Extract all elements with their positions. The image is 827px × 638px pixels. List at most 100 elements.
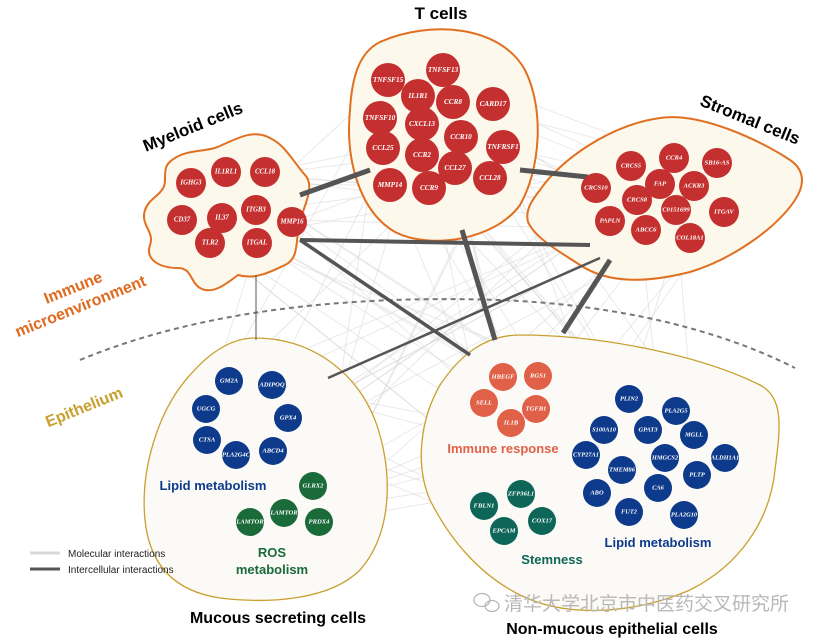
gene-node-label: CD37 [174,217,191,224]
gene-node-ros[interactable]: PRDX4 [305,508,333,536]
gene-node-stemness[interactable]: EPCAM [490,517,518,545]
gene-node-t-cells[interactable]: TNFSF13 [426,53,460,87]
gene-node-label: LAMTOR [269,510,298,517]
gene-node-myeloid[interactable]: CCL18 [250,157,280,187]
gene-node-stemness[interactable]: ZFP36L1 [507,480,535,508]
gene-node-nonmucous-lipid[interactable]: FUT2 [615,498,643,526]
gene-node-mucous-lipid[interactable]: PLA2G4C [222,441,251,469]
gene-node-label: IL1R1 [407,92,427,100]
gene-node-myeloid[interactable]: IL1RL1 [211,157,241,187]
gene-node-mucous-lipid[interactable]: GPX4 [274,404,302,432]
gene-node-myeloid[interactable]: CD37 [167,205,197,235]
gene-node-myeloid[interactable]: ITGB3 [241,195,271,225]
gene-node-stromal[interactable]: CRCS8 [622,185,652,215]
gene-node-mucous-lipid[interactable]: CTSA [193,426,221,454]
immune-response-label: Immune response [447,441,558,456]
gene-node-t-cells[interactable]: CXCL13 [405,107,439,141]
gene-node-stromal[interactable]: CCR4 [659,143,689,173]
gene-node-t-cells[interactable]: CCL28 [473,161,507,195]
gene-node-nonmucous-lipid[interactable]: PLTP [683,461,711,489]
gene-node-label: FBLN1 [474,503,495,510]
gene-node-stromal[interactable]: COL18A1 [675,223,705,253]
gene-node-stromal[interactable]: PAPLN [595,206,625,236]
watermark: 清华大学北京市中医药交叉研究所 [473,592,789,615]
gene-node-t-cells[interactable]: CCL25 [366,131,400,165]
gene-node-immune-response[interactable]: RGS1 [524,362,552,390]
gene-node-ros[interactable]: LAMTOR [269,499,298,527]
gene-node-t-cells[interactable]: CCR9 [412,171,446,205]
gene-node-nonmucous-lipid[interactable]: TMEM86 [608,456,636,484]
gene-node-t-cells[interactable]: CARD17 [476,87,510,121]
gene-node-ros[interactable]: GLRX2 [299,472,327,500]
gene-node-circle [470,492,498,520]
gene-node-nonmucous-lipid[interactable]: HMGCS2 [651,444,679,472]
gene-node-myeloid[interactable]: TLR2 [195,228,225,258]
gene-node-t-cells[interactable]: TNFSF15 [371,63,405,97]
gene-node-t-cells[interactable]: CCR10 [444,120,478,154]
gene-node-stemness[interactable]: COX17 [528,507,556,535]
gene-node-circle [616,151,646,181]
gene-node-label: IL1RL1 [214,169,237,176]
gene-node-circle [631,215,661,245]
legend-intercellular-label: Intercellular interactions [68,565,174,576]
gene-node-circle [412,171,446,205]
gene-node-stromal[interactable]: CRCS10 [581,173,611,203]
gene-node-circle [215,367,243,395]
gene-node-circle [615,498,643,526]
gene-node-circle [436,85,470,119]
gene-node-stromal[interactable]: CRCS5 [616,151,646,181]
intercellular-edge [519,167,589,180]
gene-node-mucous-lipid[interactable]: ADIPOQ [258,371,286,399]
gene-node-stromal[interactable]: C0151699 [661,195,691,225]
gene-node-myeloid[interactable]: MMP16 [277,207,307,237]
gene-node-stromal[interactable]: ITGAV [709,197,739,227]
mucous-secreting-title: Mucous secreting cells [190,610,366,627]
gene-node-stromal[interactable]: ABCC6 [631,215,661,245]
non-mucous-epithelial-title: Non-mucous epithelial cells [506,621,718,638]
gene-node-immune-response[interactable]: IL1B [497,409,525,437]
gene-node-t-cells[interactable]: MMP14 [373,168,407,202]
gene-node-nonmucous-lipid[interactable]: PLIN2 [615,385,643,413]
gene-node-t-cells[interactable]: TNFRSF1 [486,130,520,164]
gene-node-mucous-lipid[interactable]: GM2A [215,367,243,395]
gene-node-circle [470,389,498,417]
gene-node-nonmucous-lipid[interactable]: ABO [583,479,611,507]
gene-node-label: CCL25 [372,144,394,152]
gene-node-circle [207,203,237,233]
gene-node-immune-response[interactable]: TGFB1 [522,395,550,423]
gene-node-nonmucous-lipid[interactable]: GPAT3 [634,416,662,444]
gene-node-nonmucous-lipid[interactable]: MGLL [680,421,708,449]
gene-node-circle [522,395,550,423]
gene-node-nonmucous-lipid[interactable]: ALDH1A1 [710,444,739,472]
gene-node-immune-response[interactable]: HBEGF [489,363,517,391]
gene-node-stromal[interactable]: SB16-AS [702,148,732,178]
gene-node-stromal[interactable]: ACKR3 [679,171,709,201]
gene-node-nonmucous-lipid[interactable]: CA6 [644,474,672,502]
non-mucous-lipid-metabolism-label: Lipid metabolism [605,535,712,550]
gene-node-circle [709,197,739,227]
gene-node-t-cells[interactable]: CCL27 [438,151,472,185]
gene-node-ros[interactable]: LAMTOR [235,508,264,536]
gene-node-myeloid[interactable]: ITGAL [242,228,272,258]
gene-node-nonmucous-lipid[interactable]: CYP27A1 [572,441,600,469]
gene-node-stromal[interactable]: FAP [645,169,675,199]
gene-node-t-cells[interactable]: CCR8 [436,85,470,119]
gene-node-mucous-lipid[interactable]: UGCG [192,395,220,423]
gene-node-label: ITGB3 [245,207,266,214]
gene-node-myeloid[interactable]: IL37 [207,203,237,233]
gene-node-label: PLIN2 [620,396,639,403]
gene-node-nonmucous-lipid[interactable]: S100A10 [590,416,618,444]
gene-node-t-cells[interactable]: CCR2 [405,138,439,172]
gene-node-nonmucous-lipid[interactable]: PLA2G10 [670,501,698,529]
gene-node-circle [680,421,708,449]
gene-node-nonmucous-lipid[interactable]: PLA2G5 [662,397,690,425]
gene-node-circle [711,444,739,472]
gene-node-stemness[interactable]: FBLN1 [470,492,498,520]
gene-node-mucous-lipid[interactable]: ABCD4 [259,437,287,465]
gene-node-myeloid[interactable]: IGHG3 [176,168,206,198]
gene-node-t-cells[interactable]: TNFSF10 [363,101,397,135]
gene-node-t-cells[interactable]: IL1R1 [401,79,435,113]
gene-node-label: ITGAV [713,209,734,216]
gene-node-immune-response[interactable]: SELL [470,389,498,417]
gene-node-circle [363,101,397,135]
